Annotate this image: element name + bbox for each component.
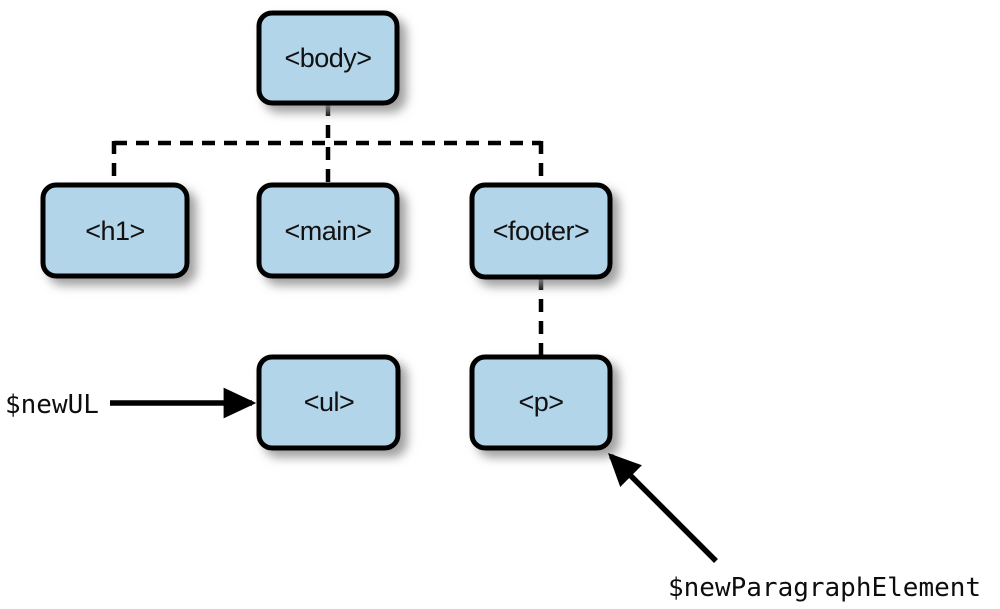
- node-ul-box[interactable]: [256, 354, 401, 451]
- node-p-box[interactable]: [469, 354, 613, 451]
- node-p[interactable]: <p>: [469, 354, 613, 451]
- node-body-label: <body>: [284, 43, 371, 73]
- edge-group: [111, 103, 544, 359]
- node-footer-label: <footer>: [493, 216, 590, 246]
- node-main[interactable]: <main>: [256, 182, 400, 279]
- node-ul-label: <ul>: [304, 387, 355, 417]
- node-h1[interactable]: <h1>: [40, 182, 190, 279]
- node-main-label: <main>: [284, 216, 371, 246]
- node-h1-label: <h1>: [85, 216, 145, 246]
- node-footer[interactable]: <footer>: [469, 182, 613, 280]
- node-main-box[interactable]: [256, 182, 400, 279]
- annotation-group: $newUL $newParagraphElement: [5, 387, 981, 603]
- node-footer-box[interactable]: [469, 182, 613, 280]
- node-group: <body> <h1> <main> <footer> <ul> <p>: [40, 10, 613, 451]
- pointer-arrow-new-paragraph-element-icon: [607, 452, 718, 563]
- annotation-label-new-ul: $newUL: [5, 390, 99, 420]
- node-h1-box[interactable]: [40, 182, 190, 279]
- node-body[interactable]: <body>: [256, 10, 400, 106]
- node-ul[interactable]: <ul>: [256, 354, 401, 451]
- node-body-box[interactable]: [256, 10, 400, 106]
- annotation-label-new-paragraph-element: $newParagraphElement: [668, 573, 981, 603]
- node-p-label: <p>: [518, 387, 563, 417]
